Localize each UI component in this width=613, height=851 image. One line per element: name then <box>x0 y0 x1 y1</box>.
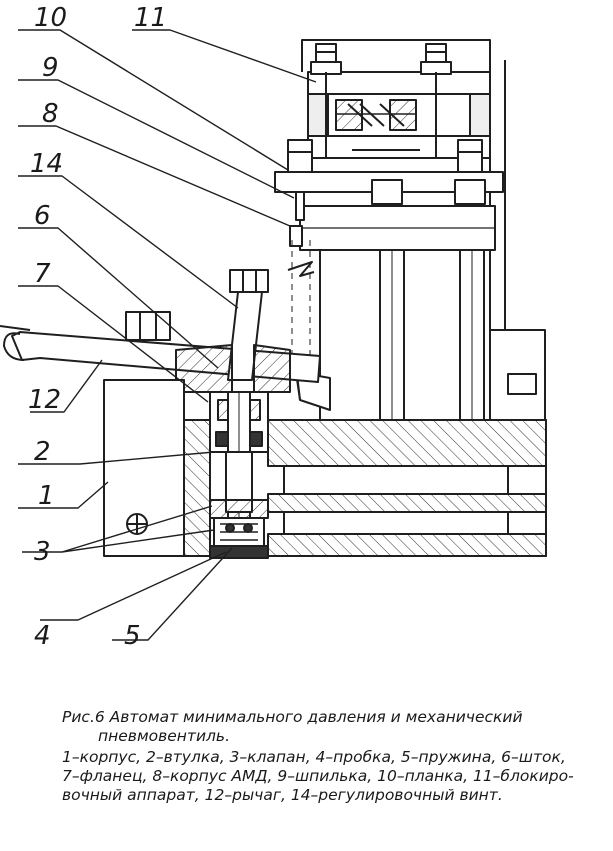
flange <box>175 344 291 393</box>
caption-legend-line-2: 7–фланец, 8–корпус АМД, 9–шпилька, 10–пл… <box>62 767 574 785</box>
amd-housing <box>285 191 546 423</box>
plank <box>274 139 504 205</box>
blocking-apparatus <box>301 39 506 460</box>
callout-5: 5 <box>124 621 141 651</box>
callout-11: 11 <box>134 3 167 33</box>
callout-6: 6 <box>34 201 51 231</box>
callout-9: 9 <box>42 53 59 83</box>
valve-assembly <box>209 391 269 559</box>
technical-drawing: 10 11 9 8 14 6 7 12 2 1 3 4 5 <box>0 3 547 651</box>
callout-8: 8 <box>42 99 59 129</box>
callout-1: 1 <box>38 481 55 511</box>
caption-legend-line-3: вочный аппарат, 12–рычаг, 14–регулировоч… <box>62 786 503 804</box>
callout-7: 7 <box>34 259 51 289</box>
caption-title-line-1: Рис.6 Автомат минимального давления и ме… <box>62 708 523 726</box>
callout-12: 12 <box>28 385 61 415</box>
callout-2: 2 <box>34 437 51 467</box>
callout-3: 3 <box>34 537 51 567</box>
caption-title-line-2: пневмовентиль. <box>98 727 230 745</box>
callout-4: 4 <box>34 621 51 651</box>
figure-caption: Рис.6 Автомат минимального давления и ме… <box>62 708 607 805</box>
caption-legend-line-1: 1–корпус, 2–втулка, 3–клапан, 4–пробка, … <box>62 748 566 766</box>
callout-14: 14 <box>30 149 63 179</box>
caption-legend: 1–корпус, 2–втулка, 3–клапан, 4–пробка, … <box>62 748 607 805</box>
callout-labels: 10 11 9 8 14 6 7 12 2 1 3 4 5 <box>28 3 167 651</box>
callout-10: 10 <box>34 3 67 33</box>
leader-lines <box>18 29 317 641</box>
